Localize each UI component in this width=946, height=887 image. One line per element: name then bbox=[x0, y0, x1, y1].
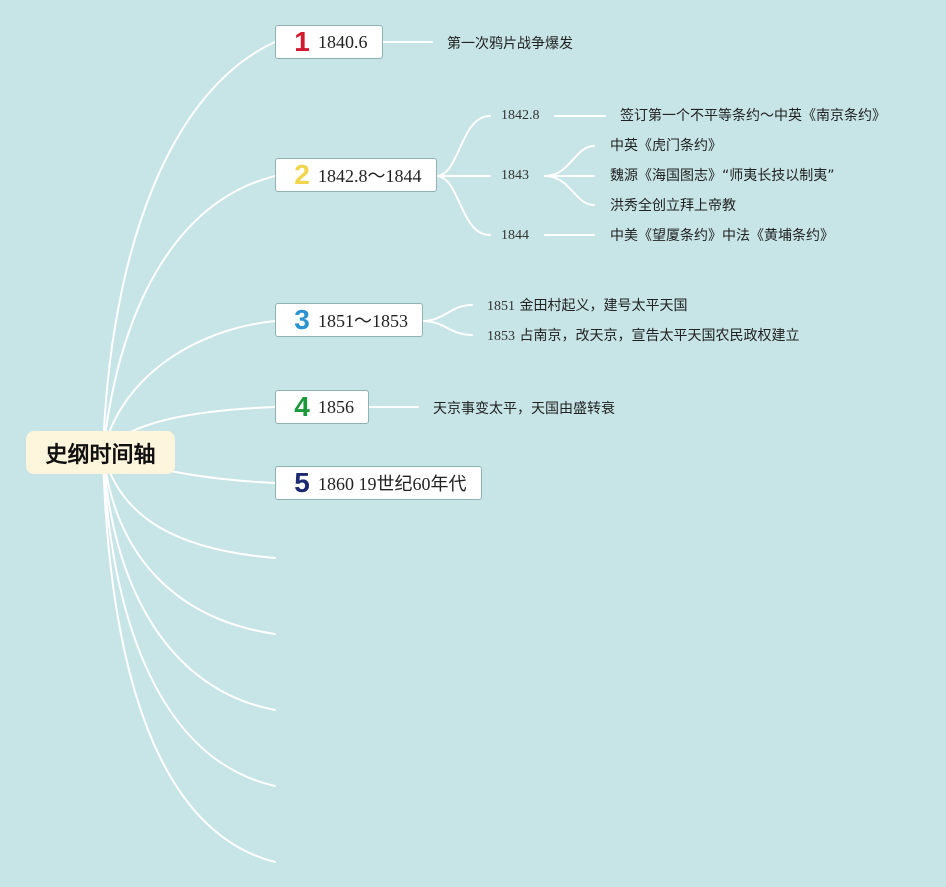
root-topic[interactable]: 史纲时间轴 bbox=[26, 431, 175, 474]
year-1842-8[interactable]: 1842.8 bbox=[501, 108, 540, 123]
year-1843[interactable]: 1843 bbox=[501, 168, 529, 183]
number-4-badge: 4 bbox=[294, 391, 310, 422]
number-1-badge: 1 bbox=[294, 26, 310, 57]
link-1843-e1 bbox=[544, 145, 595, 177]
number-5-badge: 5 bbox=[294, 467, 310, 498]
event-jintian-uprising[interactable]: 1851 金田村起义，建号太平天国 bbox=[487, 297, 687, 316]
node-label: 1851～1853 bbox=[318, 311, 408, 331]
event-tianjing[interactable]: 1853 占南京，改天京，宣告太平天国农民政权建立 bbox=[487, 327, 799, 346]
event-tianjing-incident[interactable]: 天京事变太平，天国由盛转衰 bbox=[433, 401, 615, 417]
node-1851-1853[interactable]: 3 1851～1853 bbox=[275, 303, 423, 337]
node-1840[interactable]: 1 1840.6 bbox=[275, 25, 383, 59]
year-1851: 1851 bbox=[487, 299, 515, 314]
link-root-empty4 bbox=[102, 451, 276, 787]
link-root-empty3 bbox=[102, 451, 276, 711]
link-root-empty5 bbox=[102, 451, 276, 863]
link-root-node1 bbox=[102, 41, 276, 453]
event-text: 占南京，改天京，宣告太平天国农民政权建立 bbox=[519, 328, 800, 344]
node-1860[interactable]: 5 1860 19世纪60年代 bbox=[275, 466, 482, 500]
link-1843-e3 bbox=[544, 175, 595, 206]
event-opium-war[interactable]: 第一次鸦片战争爆发 bbox=[447, 36, 573, 52]
node-label: 1840.6 bbox=[318, 31, 368, 52]
link-n2-1842 bbox=[435, 115, 491, 177]
root-title: 史纲时间轴 bbox=[45, 442, 156, 468]
link-root-node2 bbox=[102, 175, 276, 453]
node-label: 1860 19世纪60年代 bbox=[318, 474, 467, 494]
number-3-badge: 3 bbox=[294, 304, 310, 335]
node-label: 1856 bbox=[318, 396, 354, 417]
node-1842-1844[interactable]: 2 1842.8～1844 bbox=[275, 158, 437, 192]
event-nanjing-treaty[interactable]: 签订第一个不平等条约～中英《南京条约》 bbox=[620, 108, 886, 124]
link-n3-1853 bbox=[421, 320, 473, 336]
number-2-badge: 2 bbox=[294, 159, 310, 190]
event-baishangdi[interactable]: 洪秀全创立拜上帝教 bbox=[610, 198, 736, 214]
event-text: 金田村起义，建号太平天国 bbox=[519, 298, 688, 314]
year-1853: 1853 bbox=[487, 329, 515, 344]
event-haiguo-tuzhi[interactable]: 魏源《海国图志》“师夷长技以制夷” bbox=[610, 168, 835, 184]
year-1844[interactable]: 1844 bbox=[501, 228, 529, 243]
link-root-empty1 bbox=[102, 451, 276, 559]
event-wangxia-huangpu[interactable]: 中美《望厦条约》中法《黄埔条约》 bbox=[610, 228, 834, 244]
link-root-empty2 bbox=[102, 451, 276, 635]
link-n3-1851 bbox=[421, 304, 473, 322]
node-label: 1842.8～1844 bbox=[318, 166, 422, 186]
node-1856[interactable]: 4 1856 bbox=[275, 390, 369, 424]
link-n2-1844 bbox=[435, 175, 491, 236]
event-humen-treaty[interactable]: 中英《虎门条约》 bbox=[610, 138, 722, 154]
link-root-node3 bbox=[102, 320, 276, 453]
